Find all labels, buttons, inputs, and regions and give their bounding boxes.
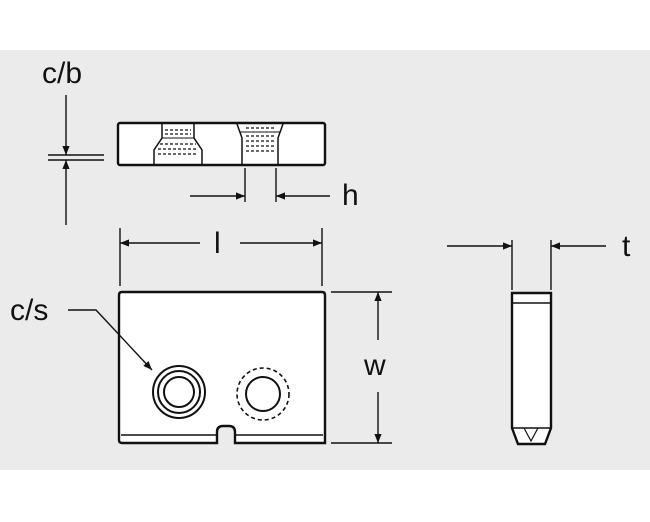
l-dimension	[119, 228, 323, 286]
cs-leader	[68, 309, 153, 371]
h-label: h	[342, 179, 359, 212]
w-label: w	[363, 349, 386, 382]
h-dimension	[190, 168, 330, 202]
l-label: l	[214, 227, 221, 260]
top-view	[116, 121, 327, 167]
side-view-outline	[510, 291, 553, 446]
side-view	[510, 291, 553, 446]
cs-label: c/s	[10, 294, 48, 327]
t-dimension	[447, 240, 606, 290]
cb-label: c/b	[42, 57, 82, 90]
top-view-outline	[116, 121, 327, 167]
top-view-hole-left	[153, 124, 203, 164]
w-dimension	[331, 291, 392, 444]
front-view	[117, 290, 327, 445]
countersink-hole	[152, 365, 206, 419]
t-label: t	[622, 230, 631, 263]
hidden-hole	[236, 367, 290, 421]
top-view-hole-right	[236, 123, 284, 164]
cb-dimension	[48, 95, 104, 225]
